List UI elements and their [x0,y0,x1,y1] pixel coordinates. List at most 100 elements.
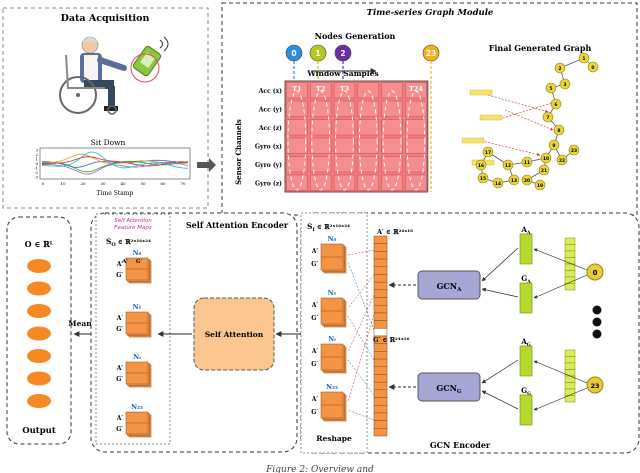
input-to-block-arrow [533,274,588,299]
graph-node-label: 15 [480,176,486,182]
channel-label: Gyro (z) [255,180,282,187]
column-segment [373,320,388,329]
grid-cell [357,119,379,136]
graph-node [553,124,565,136]
column-segment [373,266,388,275]
graph-node [542,111,554,123]
block-to-gcn-arrow [481,287,519,298]
graph-node [538,164,550,176]
grid-cell [405,156,427,173]
column-segment [373,312,388,321]
x-tick-label: 30 [100,181,106,186]
graph-feature-strip [479,114,503,121]
grid-cell [381,156,403,173]
a-label: A′ [116,261,124,268]
column-segment [373,381,388,391]
reshape-arrow [347,314,375,403]
graph-node [475,159,487,171]
grid-cell [405,137,427,154]
grid-cell [357,156,379,173]
column-segment [373,389,388,398]
g-label: G′ [311,261,318,268]
grid-cell [357,137,379,154]
g-label: G′ [311,409,318,416]
graph-node [534,179,546,191]
node-index-label: Nᵢ [133,353,141,361]
grid-cell [286,156,308,173]
output-element [27,349,51,363]
grid-cell [381,137,403,154]
window-column-label: T24 [409,85,423,93]
a-label: A′ [116,315,124,322]
g-label: G′ [116,426,123,433]
column-segment [373,274,388,283]
grid-cell [310,82,332,99]
grid-cell [333,82,356,99]
input-feature-segment [564,263,576,271]
node-index-label: N₂₃ [131,403,143,411]
column-segment [373,397,388,406]
grid-cell [357,82,379,99]
column-segment [373,243,388,252]
graph-node [568,144,580,156]
g-label: G′ [136,259,143,265]
node-index-label: N₀ [328,235,337,243]
x-tick-label: 10 [60,181,66,186]
reshape-arrow [347,315,375,361]
self-attention-encoder-panel: Self Attention Feature Maps Self Attenti… [90,212,304,453]
graph-attention-edge [504,109,554,131]
output-element [27,304,51,318]
reshape-arrow [347,249,375,256]
input-feature-segment [564,395,576,403]
graph-node-label: 9 [552,143,555,149]
grid-cell [310,119,332,136]
a-label: A′ [311,302,319,309]
node-index-label: N₂₃ [326,383,338,391]
output-dim-label: O ∈ ℝᴸ [25,239,54,249]
input-node-23-label: 23 [590,382,599,390]
adjacency-block-label: GA [521,274,531,285]
graph-node [545,82,557,94]
x-tick-label: 50 [140,181,146,186]
output-label: Output [22,426,56,436]
a-label: A′ [311,348,319,355]
a-label: A′ [116,365,124,372]
column-segment [373,420,388,429]
graph-node-label: 23 [571,148,577,154]
grid-cell [310,100,332,117]
graph-node [502,159,514,171]
graph-node [508,174,520,186]
grid-cell [405,82,427,99]
input-node-23 [586,376,604,394]
data-acquisition-panel: Data Acquisition Sit Down 321 [2,7,209,209]
output-panel: O ∈ ℝᴸ Output [6,216,72,445]
sa-feature-maps-label-1: Self Attention [114,218,152,224]
graph-feature-strip [469,89,493,96]
x-tick-label: 20 [80,181,86,186]
self-attention-encoder-title: Self Attention Encoder [186,220,289,230]
nodes-generation-title: Nodes Generation [315,31,396,41]
graph-node [492,177,504,189]
feature-stack: Nᵢ [125,353,152,388]
gcn-g-label: GCNG [436,383,462,395]
graph-node-label: 17 [485,150,491,156]
node-feature-column [373,235,388,437]
node-badge-label: 23 [426,49,436,58]
adjacency-block [519,394,533,426]
column-segment [373,374,388,383]
column-segment [373,297,388,306]
output-element [27,371,51,386]
graph-node-label: 13 [511,178,517,184]
output-element [27,326,51,341]
graph-node [578,52,590,64]
output-element [27,259,51,273]
grid-cell [381,119,403,136]
graph-node-label: 11 [524,160,530,166]
adjacency-block [519,233,533,265]
gcn-encoder-panel: SI ∈ ℝ²ˣ¹⁶ˣ²⁴ Reshape GCN Encoder N₀A′G′… [300,212,640,454]
graph-node [587,61,599,73]
grid-cell [310,156,332,173]
y-tick-label: 2 [35,152,38,157]
grid-cell [333,100,356,117]
graph-node-label: 7 [546,115,549,121]
